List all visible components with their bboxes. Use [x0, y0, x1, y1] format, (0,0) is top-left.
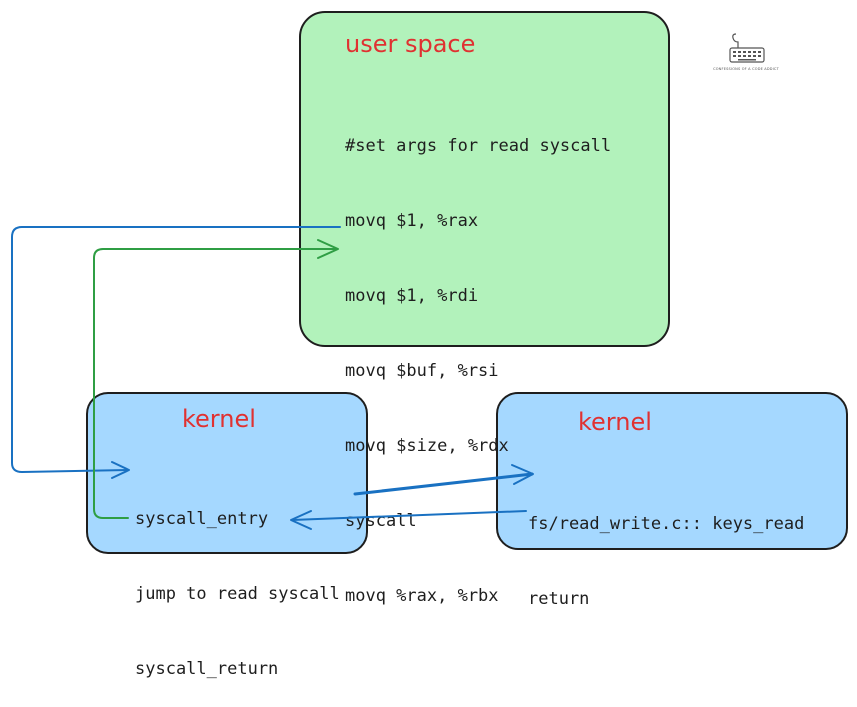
syscall-entry-label: syscall_entry [135, 509, 269, 529]
code-line-movq-rsi: movq $buf, %rsi [345, 361, 499, 381]
code-line-movq-rdx: movq $size, %rdx [345, 436, 509, 456]
code-line-movq-rdi: movq $1, %rdi [345, 286, 479, 306]
syscall-return-label: syscall_return [135, 659, 279, 679]
jump-read-label: jump to read syscall [135, 584, 340, 604]
keys-read-label: fs/read_write.c:: keys_read [528, 514, 805, 534]
kernel-left-title: kernel [182, 405, 256, 433]
kernel-read-box [496, 392, 848, 550]
user-space-title: user space [345, 30, 476, 58]
kernel-left-code: syscall_entry jump to read syscall sysca… [135, 457, 340, 707]
code-line-comment: #set args for read syscall [345, 136, 612, 156]
kernel-right-code: fs/read_write.c:: keys_read return [528, 462, 804, 637]
return-label: return [528, 589, 590, 609]
kernel-right-title: kernel [578, 408, 652, 436]
code-line-movq-rax: movq $1, %rax [345, 211, 479, 231]
user-space-box [299, 11, 670, 347]
keyboard-icon [729, 33, 765, 63]
logo-caption: CONFESSIONS OF A CODE ADDICT [713, 67, 779, 71]
